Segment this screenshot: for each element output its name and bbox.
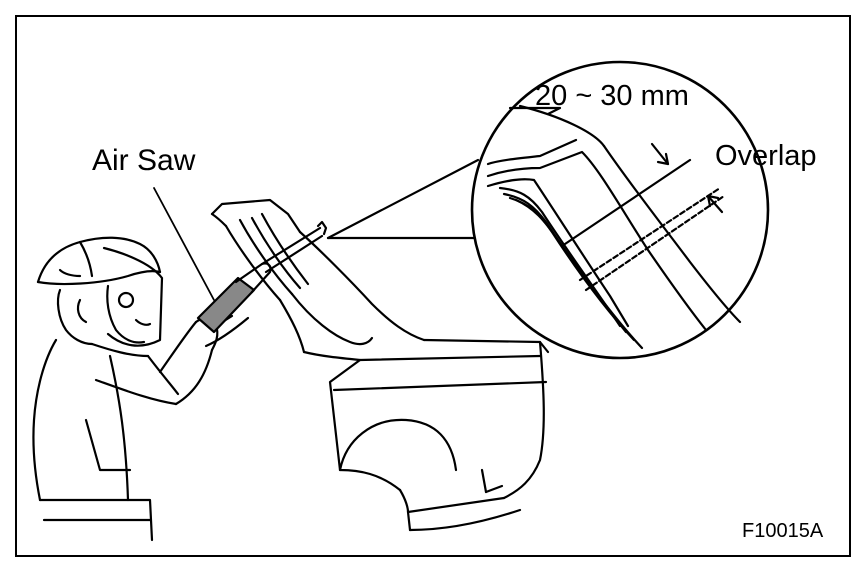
quarter-panel: [210, 198, 550, 532]
dimension-label: 20 ~ 30 mm: [535, 80, 689, 112]
worker-figure: [32, 236, 250, 542]
magnified-inset: [326, 60, 770, 360]
air-saw-leader-line: [153, 187, 215, 301]
figure-code: F10015A: [742, 520, 824, 542]
air-saw-tool: [196, 220, 328, 334]
overlap-label: Overlap: [715, 140, 817, 172]
air-saw-label: Air Saw: [92, 144, 196, 177]
